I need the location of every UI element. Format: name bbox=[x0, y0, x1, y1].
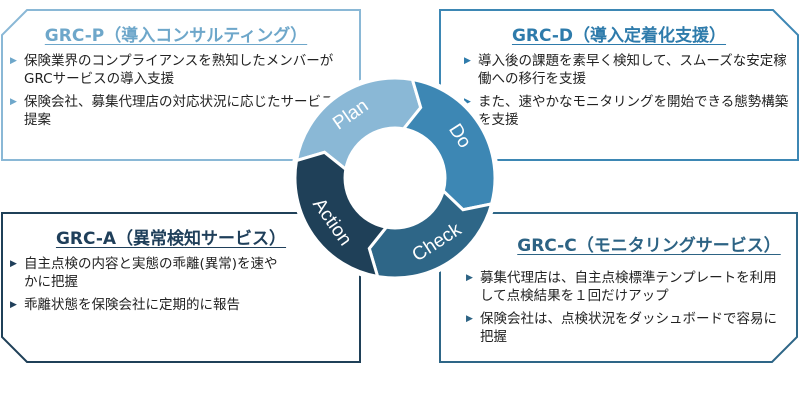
list-item: ▶ 導入後の課題を素早く検知して、スムーズな安定稼働への移行を支援 bbox=[462, 52, 790, 88]
item-text: 導入後の課題を素早く検知して、スムーズな安定稼働への移行を支援 bbox=[478, 53, 787, 87]
item-text: 保険業界のコンプライアンスを熟知したメンバーがGRCサービスの導入支援 bbox=[24, 53, 334, 87]
item-text: 保険会社、募集代理店の対応状況に応じたサービスを提案 bbox=[24, 94, 348, 128]
box-p-border bbox=[1, 9, 361, 161]
box-grc-c: GRC-C（モニタリングサービス） ▶ 募集代理店は、自主点検標準テンプレートを利… bbox=[440, 213, 798, 363]
box-title: GRC-A（異常検知サービス） bbox=[55, 229, 287, 249]
item-text: また、速やかなモニタリングを開始できる態勢構築を支援 bbox=[478, 94, 789, 128]
box-title: GRC-D（導入定着化支援） bbox=[511, 26, 727, 46]
item-text: 募集代理店は、自主点検標準テンプレートを利用して点検結果を１回だけアップ bbox=[480, 270, 777, 304]
list-item: ▶ 保険業界のコンプライアンスを熟知したメンバーがGRCサービスの導入支援 bbox=[8, 52, 352, 88]
box-grc-p: GRC-P（導入コンサルティング） ▶ 保険業界のコンプライアンスを熟知したメンバ… bbox=[2, 10, 360, 160]
bullet-list: ▶ 自主点検の内容と実態の乖離(異常)を速やかに把握 ▶ 乖離状態を保険会社に定期的… bbox=[8, 255, 290, 319]
bullet-list: ▶ 導入後の課題を素早く検知して、スムーズな安定稼働への移行を支援 ▶ また、速やか… bbox=[462, 52, 790, 134]
list-item: ▶ また、速やかなモニタリングを開始できる態勢構築を支援 bbox=[462, 93, 790, 129]
box-grc-a: GRC-A（異常検知サービス） ▶ 自主点検の内容と実態の乖離(異常)を速やかに把… bbox=[2, 213, 360, 363]
bullet-list: ▶ 募集代理店は、自主点検標準テンプレートを利用して点検結果を１回だけアップ ▶ 保… bbox=[464, 269, 790, 351]
list-item: ▶ 自主点検の内容と実態の乖離(異常)を速やかに把握 bbox=[8, 255, 290, 291]
triangle-bullet-icon: ▶ bbox=[10, 56, 17, 66]
box-grc-d: GRC-D（導入定着化支援） ▶ 導入後の課題を素早く検知して、スムーズな安定稼働… bbox=[440, 10, 798, 160]
list-item: ▶ 募集代理店は、自主点検標準テンプレートを利用して点検結果を１回だけアップ bbox=[464, 269, 790, 305]
triangle-bullet-icon: ▶ bbox=[10, 97, 17, 107]
triangle-bullet-icon: ▶ bbox=[464, 56, 471, 66]
item-text: 自主点検の内容と実態の乖離(異常)を速やかに把握 bbox=[24, 256, 278, 290]
list-item: ▶ 保険会社は、点検状況をダッシュボードで容易に把握 bbox=[464, 310, 790, 346]
item-text: 乖離状態を保険会社に定期的に報告 bbox=[24, 297, 240, 313]
item-text: 保険会社は、点検状況をダッシュボードで容易に把握 bbox=[480, 311, 777, 345]
bullet-list: ▶ 保険業界のコンプライアンスを熟知したメンバーがGRCサービスの導入支援 ▶ 保険… bbox=[8, 52, 352, 134]
triangle-bullet-icon: ▶ bbox=[10, 300, 17, 310]
list-item: ▶ 保険会社、募集代理店の対応状況に応じたサービスを提案 bbox=[8, 93, 352, 129]
box-c-border bbox=[439, 212, 798, 363]
triangle-bullet-icon: ▶ bbox=[466, 273, 473, 283]
triangle-bullet-icon: ▶ bbox=[464, 97, 471, 107]
triangle-bullet-icon: ▶ bbox=[10, 259, 17, 269]
triangle-bullet-icon: ▶ bbox=[466, 314, 473, 324]
box-title: GRC-P（導入コンサルティング） bbox=[44, 26, 308, 46]
box-title: GRC-C（モニタリングサービス） bbox=[517, 236, 781, 256]
list-item: ▶ 乖離状態を保険会社に定期的に報告 bbox=[8, 296, 290, 314]
